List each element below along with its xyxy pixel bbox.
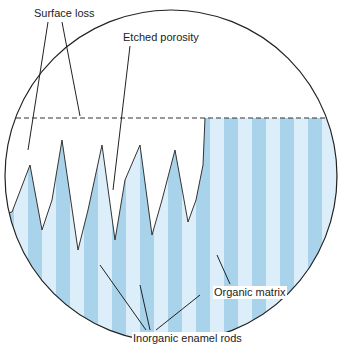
- leader-lines: [28, 22, 230, 330]
- original-surface-line: [16, 118, 326, 119]
- etched-profile: [0, 118, 205, 250]
- magnifier-outline: [5, 10, 337, 342]
- part-label: Etched porosity: [122, 31, 200, 44]
- leader-line: [28, 22, 48, 150]
- enamel-rods: [0, 118, 342, 350]
- leader-line: [156, 295, 200, 330]
- leader-line: [140, 285, 150, 330]
- part-label: Inorganic enamel rods: [132, 332, 243, 345]
- leader-line: [62, 22, 80, 116]
- leader-line: [113, 46, 130, 190]
- part-label: Surface loss: [33, 7, 96, 20]
- part-label: Organic matrix: [213, 286, 287, 299]
- leader-line: [100, 265, 146, 330]
- leader-line: [217, 255, 230, 284]
